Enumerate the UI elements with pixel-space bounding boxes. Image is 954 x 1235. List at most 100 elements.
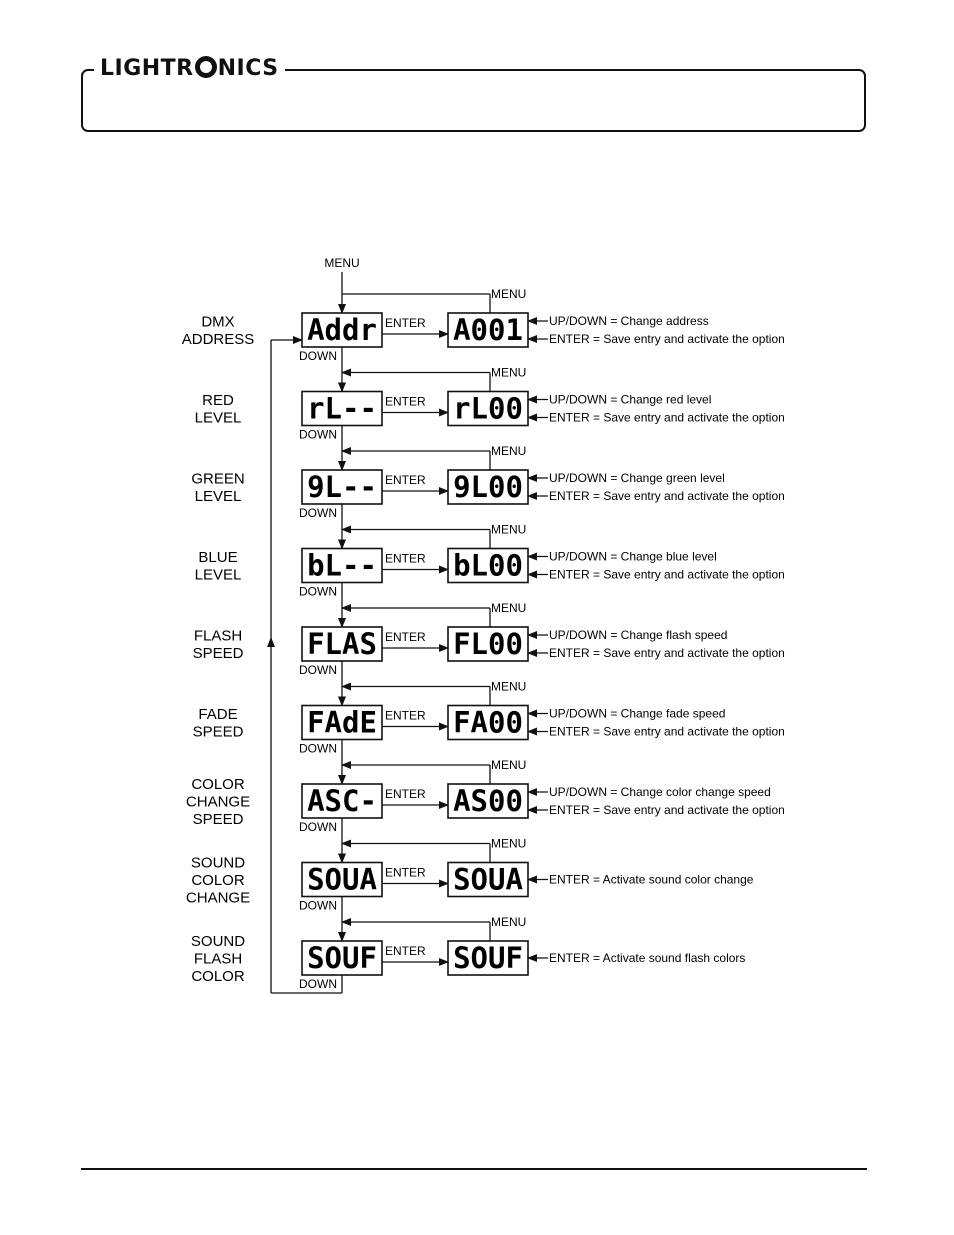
down-label-6: DOWN: [299, 820, 337, 834]
enter-label-5: ENTER: [385, 709, 426, 723]
row-label-0-0: DMX: [201, 314, 234, 331]
down-label-5: DOWN: [299, 742, 337, 756]
row-label-1-0: RED: [202, 392, 234, 409]
display-box-left-2: [301, 469, 383, 505]
display-text-left-4: FLAS: [307, 627, 377, 661]
note-text-2-1: ENTER = Save entry and activate the opti…: [549, 489, 785, 503]
row-label-6-1: CHANGE: [186, 794, 250, 811]
display-text-left-7: SOUA: [307, 863, 377, 897]
row-label-8-2: COLOR: [191, 968, 245, 985]
display-text-left-0: Addr: [307, 313, 377, 347]
menu-label-0: MENU: [491, 287, 526, 301]
menu-label-2: MENU: [491, 444, 526, 458]
display-text-right-6: AS00: [453, 784, 523, 818]
note-text-4-0: UP/DOWN = Change flash speed: [549, 628, 727, 642]
row-label-5-1: SPEED: [193, 724, 244, 741]
note-text-4-1: ENTER = Save entry and activate the opti…: [549, 646, 785, 660]
menu-label-6: MENU: [491, 758, 526, 772]
display-text-right-2: 9L00: [453, 470, 523, 504]
display-box-right-2: [447, 469, 529, 505]
down-label-3: DOWN: [299, 585, 337, 599]
row-label-5-0: FADE: [198, 706, 237, 723]
display-box-left-3: [301, 547, 383, 584]
enter-label-2: ENTER: [385, 473, 426, 487]
display-box-right-4: [447, 626, 529, 662]
menu-entry-label: MENU: [324, 256, 359, 270]
menu-label-4: MENU: [491, 601, 526, 615]
display-box-right-3: [447, 547, 529, 584]
display-box-right-1: [447, 390, 529, 427]
display-text-left-8: SOUF: [307, 941, 377, 975]
down-label-1: DOWN: [299, 428, 337, 442]
display-text-left-6: ASC-: [307, 784, 377, 818]
row-label-4-1: SPEED: [193, 645, 244, 662]
display-box-right-5: [447, 704, 529, 741]
note-text-6-1: ENTER = Save entry and activate the opti…: [549, 803, 785, 817]
row-label-6-2: SPEED: [193, 811, 244, 828]
display-box-left-4: [301, 626, 383, 662]
display-text-right-7: SOUA: [453, 863, 523, 897]
display-box-right-7: [447, 861, 529, 898]
note-text-0-0: UP/DOWN = Change address: [549, 314, 709, 328]
row-label-7-1: COLOR: [191, 872, 245, 889]
row-label-2-1: LEVEL: [195, 488, 242, 505]
row-label-2-0: GREEN: [191, 471, 244, 488]
row-label-4-0: FLASH: [194, 628, 242, 645]
note-text-1-1: ENTER = Save entry and activate the opti…: [549, 411, 785, 425]
enter-label-6: ENTER: [385, 787, 426, 801]
display-box-left-1: [301, 390, 383, 427]
note-text-8-0: ENTER = Activate sound flash colors: [549, 951, 745, 965]
display-text-left-2: 9L--: [307, 470, 377, 504]
row-label-3-0: BLUE: [198, 549, 237, 566]
display-box-right-6: [447, 783, 529, 819]
display-box-left-5: [301, 704, 383, 741]
footer-rule: [81, 1168, 867, 1170]
note-text-3-0: UP/DOWN = Change blue level: [549, 550, 717, 564]
row-label-7-2: CHANGE: [186, 890, 250, 907]
display-text-left-1: rL--: [307, 392, 377, 426]
menu-label-7: MENU: [491, 837, 526, 851]
row-label-8-0: SOUND: [191, 933, 245, 950]
enter-label-3: ENTER: [385, 552, 426, 566]
display-box-right-8: [447, 940, 529, 976]
down-label-2: DOWN: [299, 506, 337, 520]
note-text-0-1: ENTER = Save entry and activate the opti…: [549, 332, 785, 346]
note-text-1-0: UP/DOWN = Change red level: [549, 393, 711, 407]
row-label-0-1: ADDRESS: [182, 331, 255, 348]
enter-label-7: ENTER: [385, 866, 426, 880]
display-text-left-3: bL--: [307, 549, 377, 583]
down-label-8: DOWN: [299, 977, 337, 991]
display-box-left-8: [301, 940, 383, 976]
menu-label-3: MENU: [491, 523, 526, 537]
note-text-2-0: UP/DOWN = Change green level: [549, 471, 725, 485]
menu-label-5: MENU: [491, 680, 526, 694]
enter-label-0: ENTER: [385, 316, 426, 330]
row-label-8-1: FLASH: [194, 951, 242, 968]
display-text-right-3: bL00: [453, 549, 523, 583]
display-text-right-8: SOUF: [453, 941, 523, 975]
row-label-1-1: LEVEL: [195, 410, 242, 427]
logo-o-mark: [194, 56, 217, 78]
display-text-right-5: FA00: [453, 706, 523, 740]
display-text-right-1: rL00: [453, 392, 523, 426]
down-label-0: DOWN: [299, 349, 337, 363]
enter-label-1: ENTER: [385, 395, 426, 409]
display-box-right-0: [447, 312, 529, 348]
display-box-left-7: [301, 861, 383, 898]
header-frame: [81, 69, 866, 132]
display-text-right-0: A001: [453, 313, 523, 347]
display-text-left-5: FAdE: [307, 706, 377, 740]
note-text-3-1: ENTER = Save entry and activate the opti…: [549, 568, 785, 582]
down-label-4: DOWN: [299, 663, 337, 677]
menu-label-1: MENU: [491, 366, 526, 380]
note-text-7-0: ENTER = Activate sound color change: [549, 873, 754, 887]
row-label-6-0: COLOR: [191, 776, 245, 793]
display-text-right-4: FL00: [453, 627, 523, 661]
display-box-left-0: [301, 312, 383, 348]
down-label-7: DOWN: [299, 899, 337, 913]
menu-label-8: MENU: [491, 915, 526, 929]
enter-label-4: ENTER: [385, 630, 426, 644]
note-text-5-0: UP/DOWN = Change fade speed: [549, 707, 725, 721]
display-box-left-6: [301, 783, 383, 819]
